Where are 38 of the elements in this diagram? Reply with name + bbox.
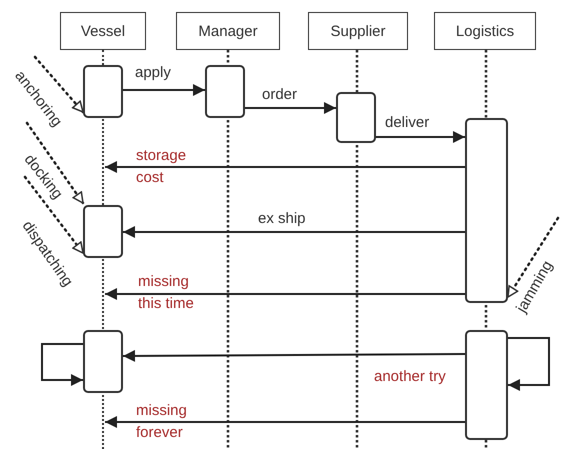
message-arrow: [123, 350, 465, 362]
participant-name: Logistics: [456, 22, 514, 40]
participant-box: [434, 12, 536, 50]
edge-label: missing this time: [138, 272, 195, 314]
edge-label: order: [262, 85, 298, 105]
message-arrow: [105, 416, 465, 428]
activation-bar: [465, 118, 508, 303]
participant-box: [308, 12, 408, 50]
activation-bar: [465, 330, 508, 440]
participant-box: [176, 12, 280, 50]
dotted-arrow: [34, 56, 84, 114]
activation-bar: [83, 330, 123, 393]
activation-bar: [83, 205, 123, 258]
message-arrow: [376, 131, 465, 143]
dotted-arrow: [24, 176, 84, 254]
edge-label: ex ship: [258, 209, 307, 229]
self-arrow: [41, 343, 83, 386]
message-arrow: [245, 102, 336, 114]
message-arrow: [123, 226, 465, 238]
lifeline: [102, 50, 105, 449]
edge-label: apply: [135, 63, 172, 83]
edge-label: deliver: [385, 113, 430, 133]
dotted-arrow: [506, 216, 560, 298]
participant-name: Manager: [198, 22, 258, 40]
message-arrow: [123, 84, 205, 96]
activation-bar: [336, 92, 376, 143]
message-arrow: [105, 288, 465, 300]
dotted-arrow: [26, 122, 84, 204]
activation-bar: [205, 65, 245, 118]
self-arrow: [508, 337, 550, 391]
edge-label: another try: [374, 367, 447, 387]
participant-name: Vessel: [80, 22, 126, 40]
participant-name: Supplier: [330, 22, 386, 40]
activation-bar: [83, 65, 123, 118]
participant-box: [60, 12, 146, 50]
edge-label: missing forever: [136, 401, 188, 443]
edge-label: storage cost: [136, 146, 188, 188]
message-arrow: [105, 161, 465, 173]
